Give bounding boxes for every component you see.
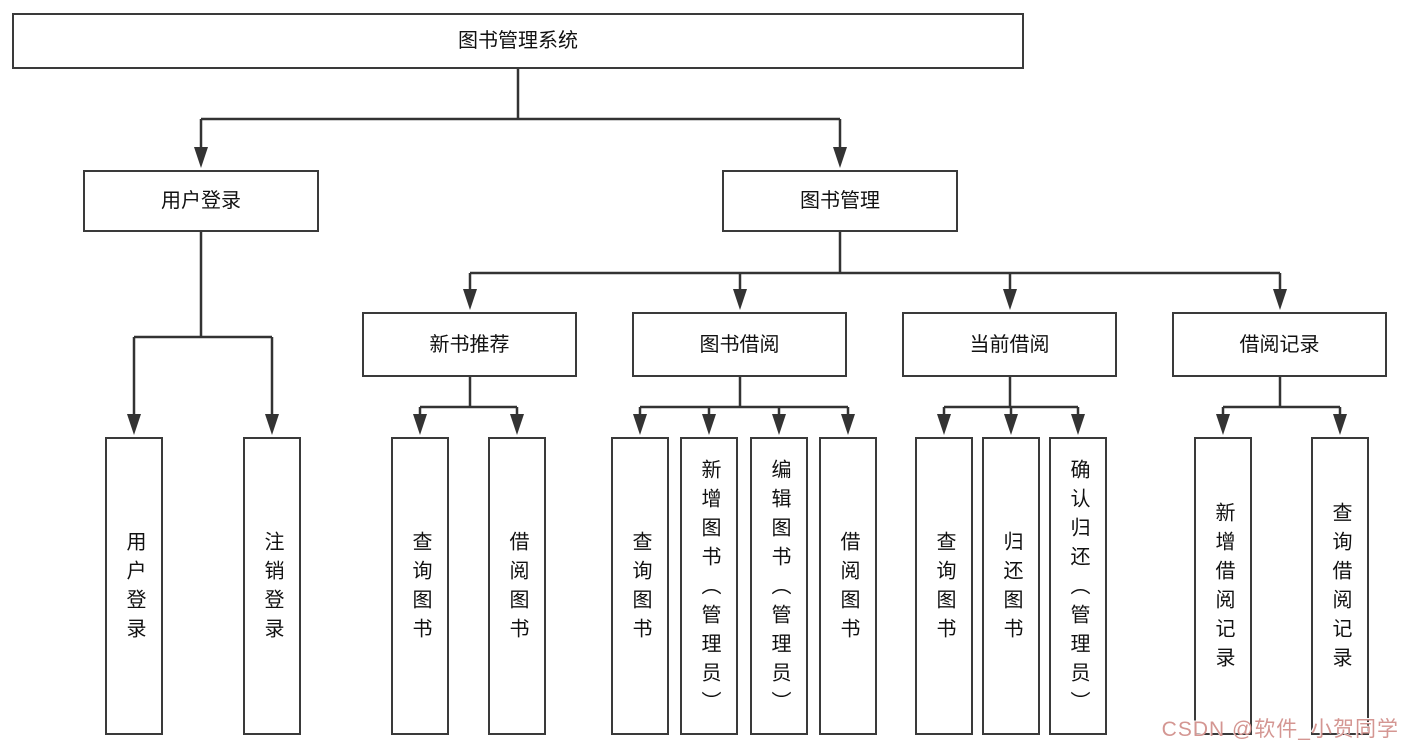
leaf-return-book: 归还图书 — [982, 437, 1040, 735]
leaf-confirm-return-admin: 确认归还（管理员） — [1049, 437, 1107, 735]
leaf-user-login: 用户登录 — [105, 437, 163, 735]
leaf-query-books-recommend: 查询图书 — [391, 437, 449, 735]
node-user-login: 用户登录 — [83, 170, 319, 232]
node-borrow-records: 借阅记录 — [1172, 312, 1387, 377]
leaf-borrow-books-recommend: 借阅图书 — [488, 437, 546, 735]
leaf-query-books-current: 查询图书 — [915, 437, 973, 735]
leaf-query-books-borrow: 查询图书 — [611, 437, 669, 735]
csdn-watermark: CSDN @软件_小贺同学 — [1161, 718, 1399, 741]
leaf-query-borrow-record: 查询借阅记录 — [1311, 437, 1369, 735]
leaf-add-borrow-record: 新增借阅记录 — [1194, 437, 1252, 735]
leaf-borrow-books: 借阅图书 — [819, 437, 877, 735]
node-library-system: 图书管理系统 — [12, 13, 1024, 69]
leaf-logout: 注销登录 — [243, 437, 301, 735]
node-book-borrow: 图书借阅 — [632, 312, 847, 377]
leaf-add-book-admin: 新增图书（管理员） — [680, 437, 738, 735]
leaf-edit-book-admin: 编辑图书（管理员） — [750, 437, 808, 735]
node-current-borrow: 当前借阅 — [902, 312, 1117, 377]
node-new-book-recommend: 新书推荐 — [362, 312, 577, 377]
node-book-management: 图书管理 — [722, 170, 958, 232]
